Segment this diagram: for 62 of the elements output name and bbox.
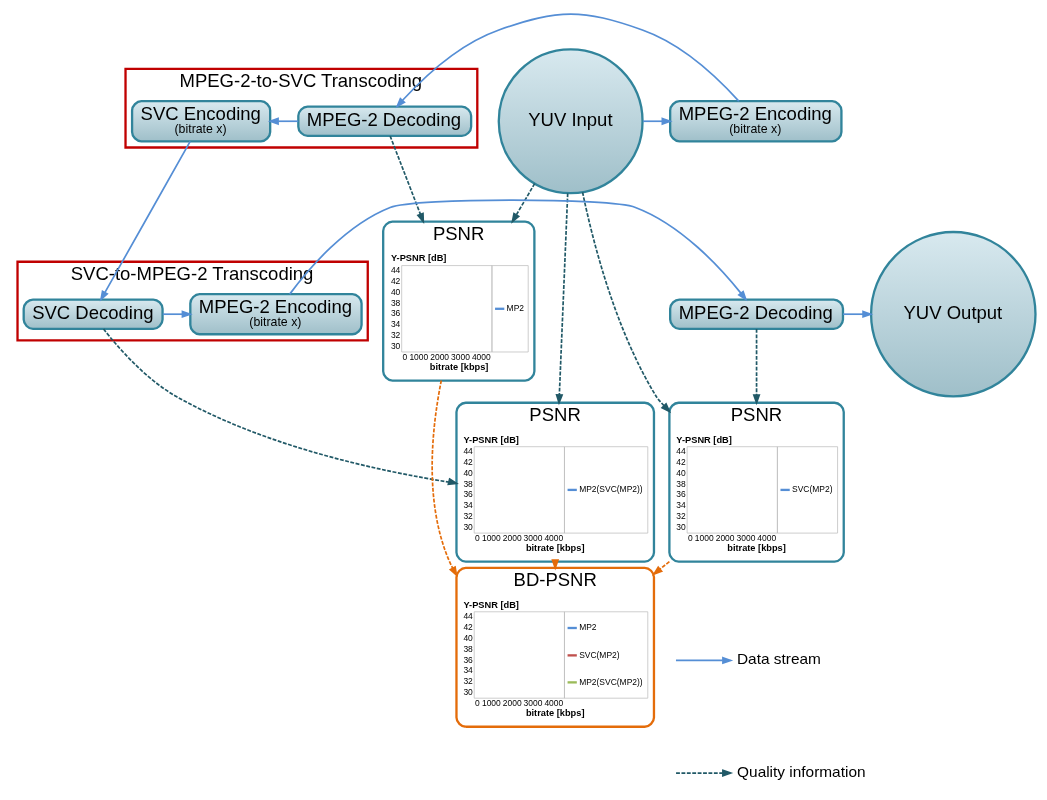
node-label: 32 (463, 510, 473, 521)
node-label: bitrate [kbps] (525, 542, 585, 553)
node-label: 2000 (502, 697, 522, 708)
node-label: 42 (390, 275, 401, 286)
node-label: bitrate [kbps] (727, 542, 786, 553)
node-label: 34 (463, 664, 473, 675)
node-label: Y-PSNR [dB] (390, 252, 447, 263)
node-label: 30 (463, 686, 473, 697)
node-label: 38 (463, 643, 473, 654)
node-label: 1000 (481, 532, 501, 543)
node-label: 44 (390, 264, 401, 275)
node-label: 44 (463, 610, 473, 621)
node-label: bitrate [kbps] (525, 707, 585, 718)
node-label: 36 (463, 654, 473, 665)
legend-label: Quality information (737, 762, 866, 780)
node-label: 38 (390, 297, 401, 308)
node-label: 4000 (544, 697, 564, 708)
node-label: bitrate [kbps] (429, 361, 489, 372)
node-label: 36 (463, 488, 473, 499)
legend-label: Data stream (736, 649, 821, 667)
node-label: 4000 (544, 532, 564, 543)
node-label: 1000 (481, 697, 501, 708)
node-label: Y-PSNR [dB] (463, 434, 519, 445)
node-label: 40 (463, 632, 473, 643)
node-label: 3000 (523, 532, 543, 543)
node-label: 3000 (523, 697, 543, 708)
node-label: Y-PSNR [dB] (463, 599, 519, 610)
node-label: 32 (463, 675, 473, 686)
node-label: 4000 (471, 351, 491, 362)
node-label: 3000 (451, 351, 470, 362)
node-label: 32 (676, 510, 686, 521)
node-label: 44 (463, 445, 473, 456)
node-label: 1000 (694, 532, 714, 543)
node-label: 30 (390, 340, 401, 351)
node-label: 38 (676, 478, 686, 489)
node-label: Y-PSNR [dB] (676, 434, 732, 445)
node-label: 38 (463, 478, 473, 489)
node-label: 0 (474, 532, 480, 543)
node-label: 36 (390, 307, 401, 318)
node-label: 44 (676, 445, 686, 456)
node-label: 42 (463, 456, 473, 467)
node-label: 32 (390, 329, 401, 340)
node-label: 42 (676, 456, 686, 467)
node-label: 0 (402, 351, 408, 362)
node-label: 0 (687, 532, 693, 543)
node-label: 1000 (409, 351, 429, 362)
node-label: 40 (676, 467, 686, 478)
node-label: 30 (463, 521, 473, 532)
node-label: 3000 (736, 532, 756, 543)
node-label: 2000 (715, 532, 735, 543)
node-label: 42 (463, 621, 473, 632)
node-label: 2000 (502, 532, 522, 543)
node-label: 34 (390, 318, 401, 329)
node-label: 34 (463, 499, 473, 510)
node-label: 0 (474, 697, 480, 708)
node-label: 40 (463, 467, 473, 478)
node-label: 34 (676, 499, 686, 510)
node-label: 30 (676, 521, 686, 532)
node-label: 40 (390, 286, 401, 297)
node-label: 4000 (757, 532, 777, 543)
node-label: 36 (676, 488, 686, 499)
node-label: 2000 (430, 351, 450, 362)
